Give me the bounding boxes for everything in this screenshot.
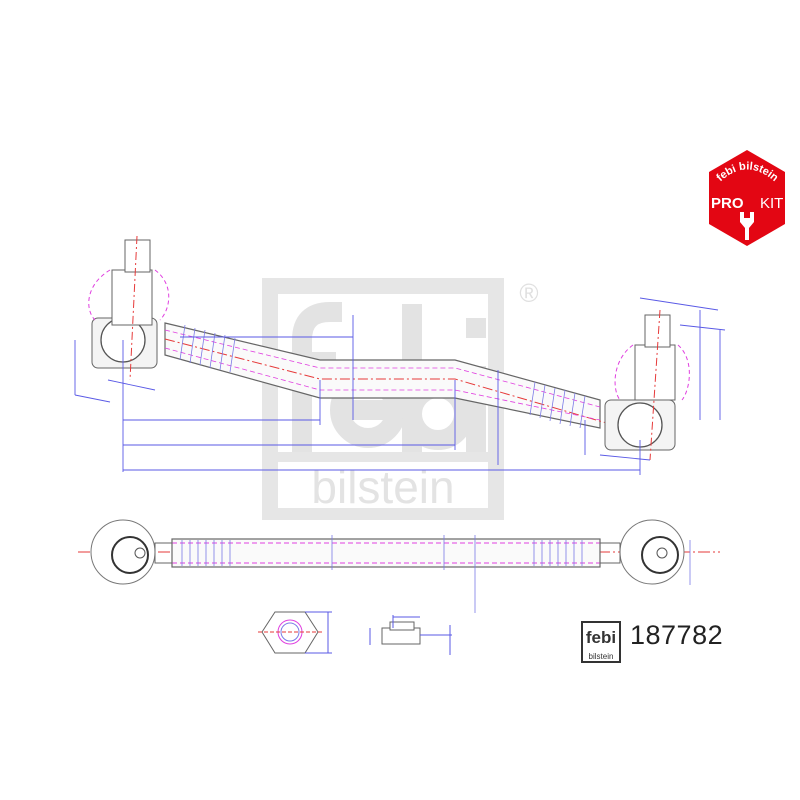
logo-brand: febi	[586, 628, 616, 647]
top-view	[74, 235, 726, 475]
prokit-kit: KIT	[760, 195, 783, 212]
part-number: 187782	[630, 620, 724, 650]
febi-logo: febi bilstein	[581, 621, 621, 663]
logo-sub: bilstein	[589, 652, 614, 661]
wrench-icon	[740, 212, 754, 240]
side-view	[78, 519, 720, 613]
prokit-pro: PRO	[711, 195, 744, 212]
prokit-badge: febi bilstein PRO KIT	[709, 150, 785, 246]
watermark-sub: bilstein	[311, 461, 454, 513]
registered-mark: ®	[519, 278, 538, 308]
tie-rod-tube	[164, 322, 601, 429]
thread-left	[179, 324, 236, 373]
nut-views	[258, 611, 452, 655]
thread-right	[529, 381, 586, 429]
right-eye	[619, 519, 685, 585]
dimension-lines	[74, 297, 726, 475]
